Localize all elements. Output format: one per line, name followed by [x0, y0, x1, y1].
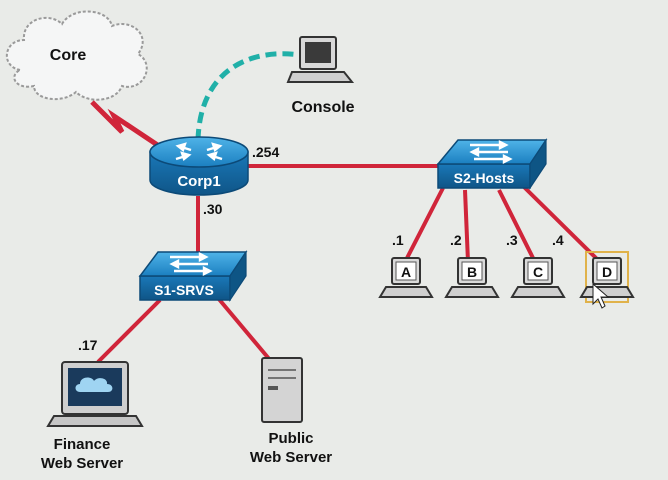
console-label: Console [291, 99, 354, 116]
public-label-line2: Web Server [250, 449, 332, 466]
s1-srvs-label: S1-SRVS [154, 282, 214, 298]
public-web-server[interactable]: Public Web Server [250, 357, 332, 466]
host-c[interactable]: C [510, 257, 566, 298]
link-s2-host-d [521, 184, 602, 264]
host-a[interactable]: A [378, 257, 434, 298]
host-b-label: B [467, 264, 477, 280]
link-s2-host-a [403, 187, 445, 263]
mouse-cursor-icon [592, 282, 610, 309]
host-d[interactable]: D [579, 251, 635, 303]
finance-web-server[interactable]: Finance Web Server [41, 361, 144, 472]
public-label-line1: Public [268, 430, 313, 447]
host-a-label: A [401, 264, 411, 280]
switch-arrows-icon [469, 140, 513, 164]
s2-hosts-label: S2-Hosts [454, 170, 515, 186]
links [90, 51, 602, 364]
host-c-label: C [533, 264, 543, 280]
host-b[interactable]: B [444, 257, 500, 298]
router-corp1[interactable]: Corp1 [149, 136, 249, 196]
wan-serial-link [90, 100, 164, 151]
console-link [195, 51, 301, 141]
core-cloud[interactable]: Core [5, 10, 148, 101]
router-ip-right: .254 [252, 144, 279, 160]
corp1-label: Corp1 [177, 173, 220, 190]
router-ip-bottom: .30 [203, 201, 223, 217]
host-a-ip: .1 [392, 232, 404, 248]
finance-ip: .17 [78, 337, 98, 353]
router-arrows-icon [175, 142, 223, 162]
link-s1-public [216, 296, 272, 362]
switch-arrows-icon [169, 252, 213, 276]
switch-s2-hosts[interactable]: S2-Hosts [436, 138, 548, 190]
host-c-ip: .3 [506, 232, 518, 248]
link-s1-finance [96, 298, 162, 364]
link-s2-host-b [463, 189, 470, 263]
finance-label-line1: Finance [54, 436, 111, 453]
console-pc[interactable]: Console [286, 36, 355, 116]
host-d-ip: .4 [552, 232, 564, 248]
host-d-label: D [602, 264, 612, 280]
link-s2-host-c [497, 189, 537, 263]
switch-s1-srvs[interactable]: S1-SRVS [138, 250, 248, 302]
host-b-ip: .2 [450, 232, 462, 248]
core-label: Core [50, 47, 87, 64]
finance-label-line2: Web Server [41, 455, 123, 472]
